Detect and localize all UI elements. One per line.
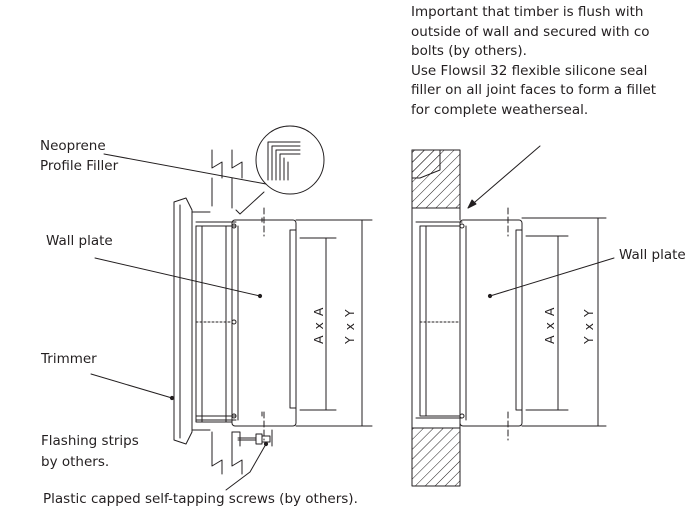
left-section: [90, 125, 373, 491]
label-neoprene-line1: Neoprene: [40, 138, 106, 154]
dim-inner-left: A x A: [311, 307, 326, 344]
note-line-3: bolts (by others).: [411, 43, 527, 60]
label-trimmer: Trimmer: [41, 351, 97, 367]
note-line-4: Use Flowsil 32 flexible silicone seal: [411, 62, 648, 79]
label-wall-plate-right: Wall plate: [619, 247, 686, 263]
trimmer-frame: [173, 197, 193, 445]
label-screws: Plastic capped self-tapping screws (by o…: [43, 491, 358, 507]
note-line-5: filler on all joint faces to form a fill…: [411, 82, 657, 99]
note-line-1: Important that timber is flush with: [411, 4, 644, 20]
note-line-6: for complete weatherseal.: [411, 101, 589, 118]
installation-note: Important that timber is flush with outs…: [411, 3, 656, 121]
note-line-2: outside of wall and secured with co: [411, 23, 650, 40]
label-flashing-line2: by others.: [41, 454, 110, 470]
dim-outer-right: Y x Y: [581, 308, 596, 345]
label-flashing-line1: Flashing strips: [41, 433, 139, 449]
label-wall-plate-left: Wall plate: [46, 233, 113, 249]
detail-circle: [255, 125, 325, 195]
dim-outer-left: Y x Y: [342, 308, 357, 345]
right-section: [411, 145, 615, 487]
label-neoprene-line2: Profile Filler: [40, 158, 119, 174]
dim-inner-right: A x A: [542, 307, 557, 344]
